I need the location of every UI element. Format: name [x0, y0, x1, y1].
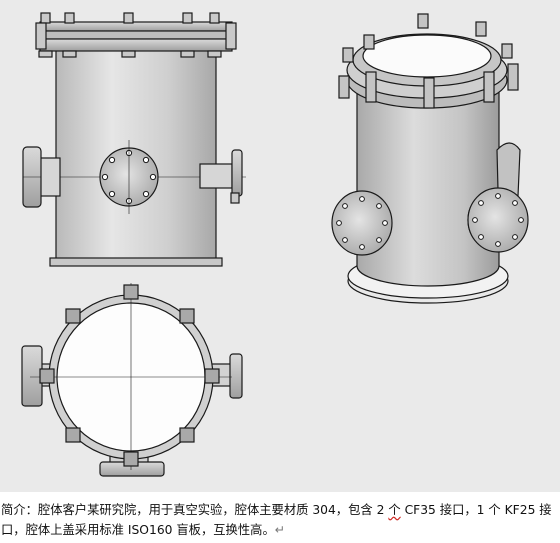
- front-flange-bolts: [35, 12, 237, 58]
- front-right-port-tube: [199, 163, 233, 189]
- caption-text: 简介：腔体客户某研究院，用于真空实验，腔体主要材质 304，包含 2: [1, 503, 389, 517]
- iso-flange-bolts: [338, 13, 519, 109]
- isometric-view: [331, 13, 529, 304]
- iso-lid-blank: [362, 34, 492, 78]
- front-view: [22, 12, 246, 267]
- chamber-drawing-figure: [0, 0, 560, 492]
- description-caption: 简介：腔体客户某研究院，用于真空实验，腔体主要材质 304，包含 2 个 CF3…: [1, 500, 559, 540]
- top-flange-bolts: [39, 284, 220, 467]
- top-view: [21, 283, 243, 477]
- iso-chamber-body: [356, 74, 500, 287]
- front-top-flange: [39, 38, 233, 52]
- front-right-port-flange: [231, 149, 243, 197]
- front-bottom-plate: [49, 257, 223, 267]
- top-left-cf35-flange: [21, 345, 43, 407]
- caption-quantity-word: 个: [388, 503, 401, 517]
- top-right-port-flange: [229, 353, 243, 399]
- paragraph-mark: ↵: [274, 523, 286, 537]
- caption-text-continued: CF35 接口，1 个 KF25 接口，腔体上盖采用标准 ISO160 盲板，互…: [1, 503, 552, 537]
- front-left-port-tube: [39, 157, 61, 197]
